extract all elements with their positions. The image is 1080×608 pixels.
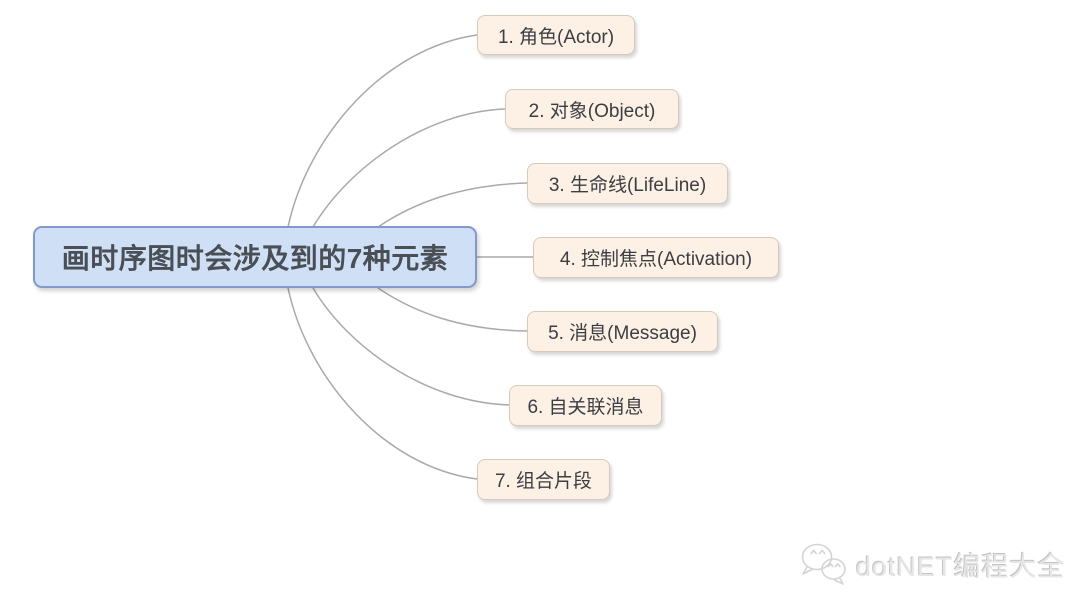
- branch-node-4: 4. 控制焦点(Activation): [533, 237, 779, 278]
- watermark: dotNET编程大全: [798, 540, 1066, 588]
- watermark-text: dotNET编程大全: [856, 551, 1066, 582]
- branch-node-label: 4. 控制焦点(Activation): [559, 249, 753, 270]
- connector-branch-6: [312, 287, 510, 406]
- branch-node-label: 2. 对象(Object): [528, 100, 656, 122]
- connector-branch-1: [287, 34, 478, 228]
- connector-branch-2: [312, 108, 506, 228]
- branch-node-label: 7. 组合片段: [494, 471, 593, 492]
- branch-node-3: 3. 生命线(LifeLine): [527, 163, 728, 204]
- connector-branch-7: [287, 287, 478, 480]
- branch-node-label: 6. 自关联消息: [527, 397, 644, 418]
- root-node: 画时序图时会涉及到的7种元素: [33, 226, 477, 288]
- connector-branch-3: [377, 182, 528, 228]
- branch-node-7: 7. 组合片段: [477, 459, 610, 500]
- branch-node-1: 1. 角色(Actor): [477, 15, 635, 55]
- branch-node-2: 2. 对象(Object): [505, 89, 679, 129]
- root-node-label: 画时序图时会涉及到的7种元素: [61, 243, 449, 274]
- connector-branch-5: [377, 287, 528, 332]
- branch-node-label: 1. 角色(Actor): [497, 26, 615, 48]
- branch-node-label: 5. 消息(Message): [548, 323, 697, 344]
- branch-node-5: 5. 消息(Message): [527, 311, 718, 352]
- branch-node-6: 6. 自关联消息: [509, 385, 662, 426]
- branch-node-label: 3. 生命线(LifeLine): [548, 175, 707, 196]
- wechat-icon: [798, 541, 850, 587]
